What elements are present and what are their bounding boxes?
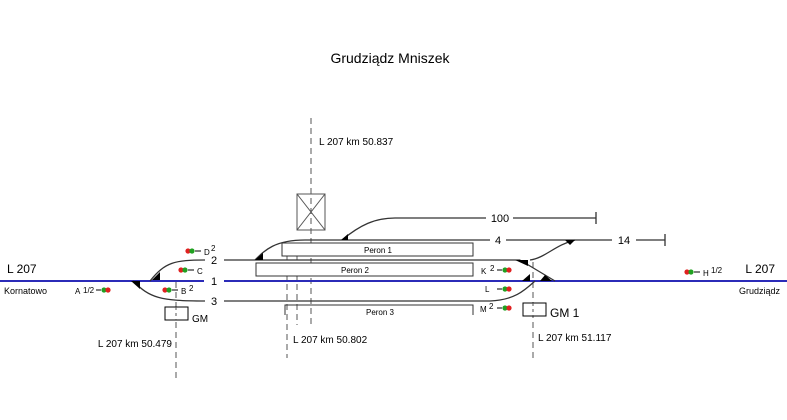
signal-green-lamp-icon — [502, 305, 508, 311]
signal-m-name: M — [480, 305, 487, 314]
signal-l-name: L — [485, 285, 490, 294]
destination-right: Grudziądz — [739, 286, 781, 296]
signal-d-name: D — [204, 248, 210, 257]
track-1-label: 1 — [211, 276, 217, 288]
km-label-50802: L 207 km 50.802 — [293, 335, 368, 346]
signal-a: A 1/2 — [75, 286, 111, 296]
platform-2 — [255, 262, 474, 277]
signal-a-name: A — [75, 287, 81, 296]
gm1-box-label: GM 1 — [550, 306, 580, 320]
signal-h: H 1/2 — [684, 266, 723, 278]
switch-icon — [131, 281, 140, 289]
signal-l: L — [485, 285, 512, 294]
signal-red-lamp-icon — [105, 287, 111, 293]
gm-box-label: GM — [192, 314, 208, 325]
switch-icon — [565, 240, 575, 245]
track-100-label: 100 — [491, 213, 509, 225]
signal-d-aspect: 2 — [211, 244, 216, 253]
signal-red-lamp-icon — [506, 267, 512, 273]
signal-green-lamp-icon — [502, 267, 508, 273]
signal-a-aspect: 1/2 — [83, 286, 95, 295]
platform-3-label: Peron 3 — [366, 308, 395, 317]
signal-red-lamp-icon — [162, 287, 168, 293]
destination-left: Kornatowo — [4, 286, 47, 296]
track-14-label: 14 — [618, 235, 630, 247]
signal-d: D 2 — [185, 244, 216, 257]
signal-green-lamp-icon — [166, 287, 172, 293]
signal-h-aspect: 1/2 — [711, 266, 723, 275]
signal-red-lamp-icon — [178, 267, 184, 273]
track-100-curve — [341, 217, 396, 241]
signal-green-lamp-icon — [688, 269, 694, 275]
platform-1-label: Peron 1 — [364, 246, 393, 255]
line-label-right: L 207 — [745, 262, 775, 276]
signal-green-lamp-icon — [182, 267, 188, 273]
signal-green-lamp-icon — [502, 286, 508, 292]
signal-b: B 2 — [162, 284, 194, 296]
station-title: Grudziądz Mniszek — [330, 50, 450, 66]
track-2-left-curve — [149, 259, 206, 282]
signal-red-lamp-icon — [185, 248, 191, 254]
level-crossing-icon — [296, 193, 326, 231]
signal-green-lamp-icon — [189, 248, 195, 254]
signal-k: K 2 — [481, 264, 512, 276]
track-3-right-curve — [489, 280, 536, 302]
signal-k-aspect: 2 — [490, 264, 495, 273]
signal-red-lamp-icon — [506, 286, 512, 292]
signal-red-lamp-icon — [684, 269, 690, 275]
track-2-label: 2 — [211, 255, 217, 267]
platform-1 — [281, 242, 474, 257]
signal-m-aspect: 2 — [489, 302, 494, 311]
switch-icon — [540, 275, 552, 281]
line-label-left: L 207 — [7, 262, 37, 276]
platform-3 — [284, 304, 474, 315]
signal-m: M 2 — [480, 302, 512, 314]
switch-icon — [522, 274, 530, 281]
km-label-51117: L 207 km 51.117 — [538, 333, 612, 344]
signal-k-name: K — [481, 267, 487, 276]
signal-red-lamp-icon — [506, 305, 512, 311]
signal-b-name: B — [181, 287, 186, 296]
platform-2-label: Peron 2 — [341, 266, 370, 275]
km-label-50837: L 207 km 50.837 — [319, 137, 394, 148]
switch-icon — [341, 234, 348, 240]
track-3-label: 3 — [211, 296, 217, 308]
signal-h-name: H — [703, 269, 709, 278]
gm1-box — [522, 302, 547, 317]
signal-green-lamp-icon — [101, 287, 107, 293]
switch-icon — [152, 272, 160, 280]
km-label-50479: L 207 km 50.479 — [98, 339, 173, 350]
track-4-label: 4 — [495, 235, 501, 247]
signal-c: C — [178, 267, 203, 276]
signal-b-aspect: 2 — [189, 284, 194, 293]
switch-icon — [255, 253, 263, 260]
signal-c-name: C — [197, 267, 203, 276]
switch-icon — [515, 260, 528, 266]
track-4-left-curve — [254, 239, 306, 261]
